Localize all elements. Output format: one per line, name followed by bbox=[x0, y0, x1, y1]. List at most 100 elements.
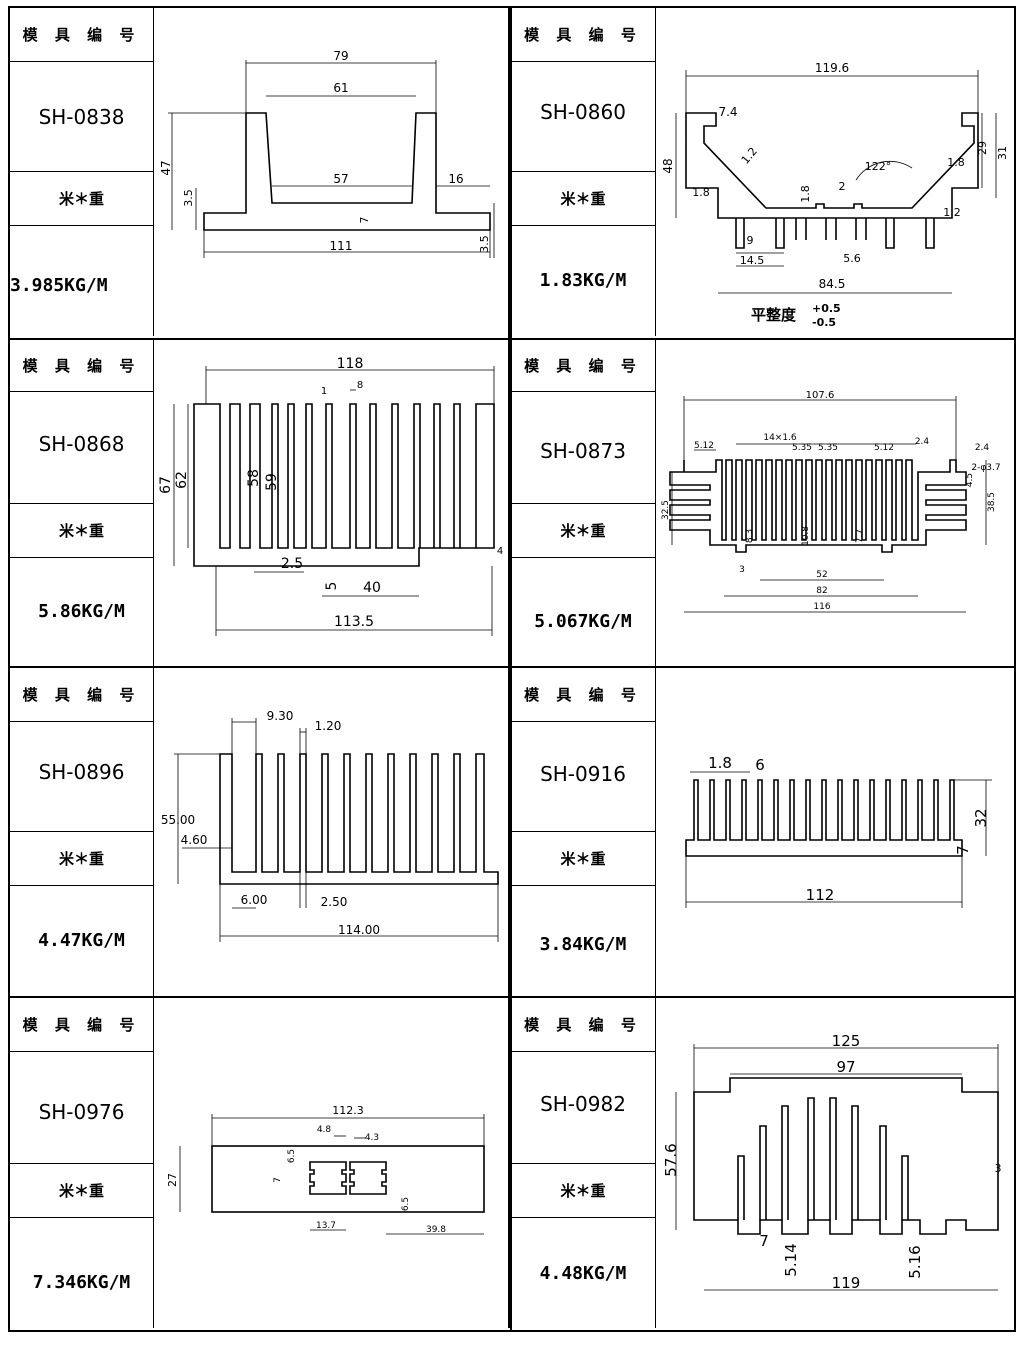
weight-value: 5.86KG/M bbox=[10, 558, 154, 666]
mold-code: SH-0982 bbox=[511, 1052, 656, 1164]
mold-number-header: 模 具 编 号 bbox=[511, 8, 656, 62]
dim: 5.35 bbox=[818, 443, 838, 453]
row-divider bbox=[10, 338, 1014, 340]
profile-drawing-sh0838: 79 61 57 16 47 3.5 7 111 3.5 bbox=[154, 8, 510, 338]
profile-drawing-sh0860: 119.6 7.4 1.2 48 1.8 1.8 2 122° 1.8 29 3… bbox=[656, 8, 1014, 338]
dim: 1.8 bbox=[708, 754, 732, 772]
dim: 13.7 bbox=[316, 1221, 336, 1231]
dim: 1.8 bbox=[799, 185, 812, 203]
dim: 7 bbox=[358, 217, 371, 224]
dim: 67 bbox=[158, 476, 174, 494]
dim: 32 bbox=[972, 808, 990, 827]
dim: 5.35 bbox=[792, 443, 812, 453]
dim: 5.12 bbox=[694, 441, 714, 451]
dim: 9.30 bbox=[267, 709, 294, 723]
dim: 52 bbox=[816, 570, 827, 580]
dim: 119 bbox=[832, 1274, 861, 1292]
dim: 116 bbox=[813, 602, 830, 612]
dim: 107.6 bbox=[806, 390, 835, 401]
weight-header: 米＊重 bbox=[10, 1164, 154, 1218]
mold-code: SH-0916 bbox=[511, 722, 656, 832]
weight-value: 3.985KG/M bbox=[10, 226, 154, 336]
dim: 8.3 bbox=[745, 529, 755, 543]
mold-number-header: 模 具 编 号 bbox=[10, 668, 154, 722]
dim: 5.16 bbox=[906, 1245, 924, 1278]
dim: 14×1.6 bbox=[763, 433, 797, 443]
mold-code: SH-0860 bbox=[511, 62, 656, 172]
profile-drawing-sh0896: 9.30 1.20 55.00 4.60 6.00 2.50 114.00 bbox=[154, 668, 510, 996]
dim: 125 bbox=[832, 1032, 861, 1050]
mold-number-header: 模 具 编 号 bbox=[511, 340, 656, 392]
profile-drawing-sh0916: 1.8 6 32 7 112 bbox=[656, 668, 1014, 996]
dim: 111 bbox=[330, 239, 353, 253]
dim: 5.14 bbox=[782, 1243, 800, 1276]
dim: 62 bbox=[174, 471, 190, 489]
dim: 2.4 bbox=[915, 437, 930, 447]
dim: 5 bbox=[324, 582, 340, 591]
dim: 6.00 bbox=[241, 893, 268, 907]
weight-value: 7.346KG/M bbox=[10, 1218, 154, 1328]
tolerance-plus: +0.5 bbox=[812, 302, 841, 315]
dim: 8 bbox=[357, 380, 363, 391]
dim: 84.5 bbox=[819, 277, 846, 291]
dim: 122° bbox=[865, 160, 892, 173]
dim: 2 bbox=[839, 180, 846, 193]
weight-header: 米＊重 bbox=[511, 172, 656, 226]
mold-number-header: 模 具 编 号 bbox=[511, 998, 656, 1052]
dim: 79 bbox=[333, 49, 348, 63]
dim: 6.5 bbox=[287, 1149, 297, 1163]
dim: 112 bbox=[806, 886, 835, 904]
weight-header: 米＊重 bbox=[10, 832, 154, 886]
dim: 6 bbox=[755, 756, 765, 774]
dim: 29 bbox=[976, 141, 989, 155]
mold-code: SH-0838 bbox=[10, 62, 154, 172]
dim: 3.5 bbox=[478, 235, 491, 253]
dim: 55.00 bbox=[161, 813, 195, 827]
mold-code: SH-0976 bbox=[10, 1052, 154, 1164]
dim: 1.20 bbox=[315, 719, 342, 733]
weight-value: 3.84KG/M bbox=[511, 886, 656, 996]
profile-drawing-sh0868: 118 1 8 67 62 58 59 2.5 5 40 113.5 4 bbox=[154, 340, 510, 666]
dim: 58 bbox=[246, 469, 262, 487]
weight-value: 5.067KG/M bbox=[511, 558, 656, 666]
dim: 4 bbox=[497, 546, 503, 557]
dim: 6.5 bbox=[401, 1197, 411, 1211]
dim: 3 bbox=[995, 1162, 1002, 1175]
dim: 61 bbox=[333, 81, 348, 95]
dim: 9 bbox=[747, 234, 754, 247]
dim: 5.6 bbox=[843, 252, 861, 265]
dim: 14.5 bbox=[740, 254, 765, 267]
dim: 112.3 bbox=[332, 1104, 364, 1117]
weight-header: 米＊重 bbox=[10, 504, 154, 558]
dim: 3 bbox=[739, 565, 745, 575]
dim: 38.5 bbox=[987, 492, 997, 512]
dim: 27 bbox=[166, 1173, 179, 1187]
dim: 40 bbox=[363, 580, 381, 596]
dim: 7.4 bbox=[718, 105, 737, 119]
dim: 59 bbox=[264, 473, 280, 491]
dim: 118 bbox=[337, 356, 364, 372]
dim: 7 bbox=[759, 1232, 769, 1250]
dim: 57 bbox=[333, 172, 348, 186]
dim: 48 bbox=[661, 158, 675, 173]
dim: 4.60 bbox=[181, 833, 208, 847]
mold-number-header: 模 具 编 号 bbox=[511, 668, 656, 722]
mold-number-header: 模 具 编 号 bbox=[10, 8, 154, 62]
dim: 1.2 bbox=[739, 145, 760, 167]
weight-header: 米＊重 bbox=[511, 1164, 656, 1218]
dim: 5.12 bbox=[874, 443, 894, 453]
flatness-note: 平整度 bbox=[751, 306, 797, 324]
profile-drawing-sh0873: 107.6 5.12 14×1.6 5.35 5.35 5.12 2.4 2.4… bbox=[656, 340, 1014, 666]
dim: 4.3 bbox=[365, 1133, 379, 1143]
dim: 113.5 bbox=[334, 614, 374, 630]
mold-number-header: 模 具 编 号 bbox=[10, 998, 154, 1052]
tolerance-minus: -0.5 bbox=[812, 316, 836, 329]
row-divider bbox=[10, 996, 1014, 998]
dim: 1.8 bbox=[692, 186, 710, 199]
dim: 4.8 bbox=[317, 1125, 332, 1135]
dim: 7 bbox=[273, 1177, 283, 1183]
weight-value: 4.47KG/M bbox=[10, 886, 154, 996]
catalog-table bbox=[8, 6, 1016, 1332]
dim: 2.5 bbox=[281, 556, 303, 572]
weight-header: 米＊重 bbox=[511, 832, 656, 886]
